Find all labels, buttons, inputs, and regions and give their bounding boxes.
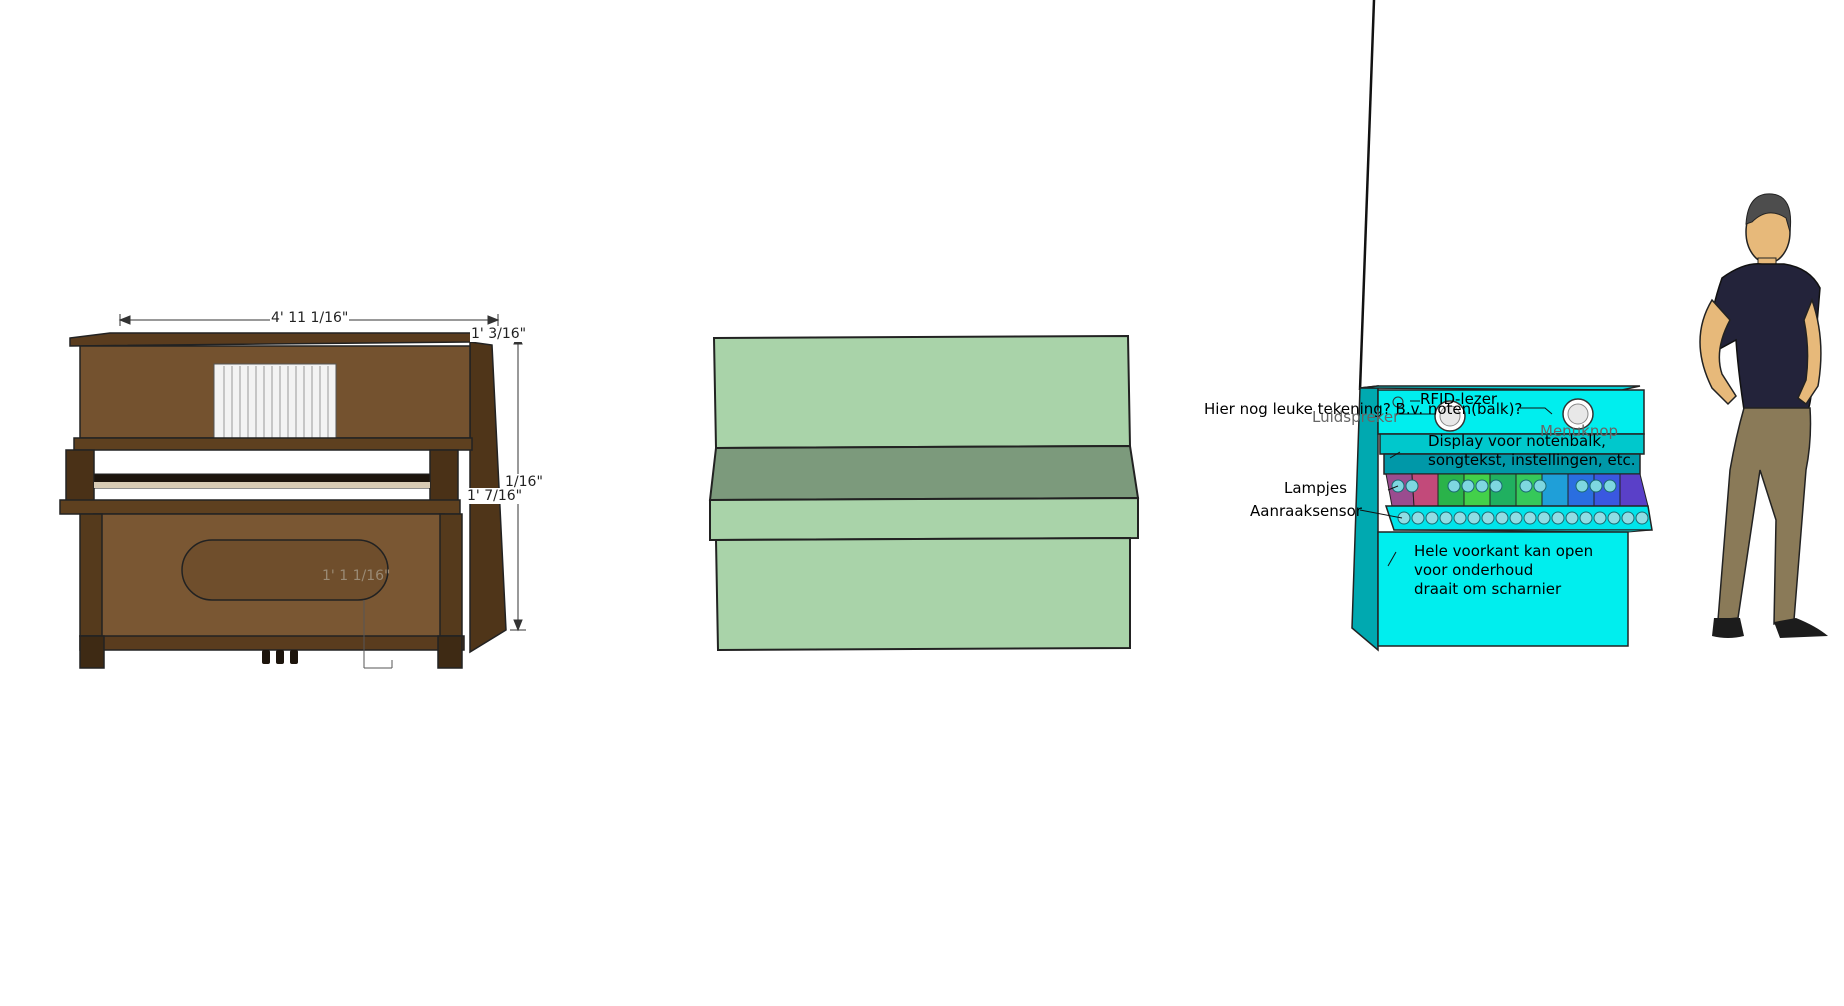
speaker-label: Luidspreker xyxy=(1312,408,1400,426)
front-label-line-3: draait om scharnier xyxy=(1414,580,1562,598)
piano-width-dimension: 4' 11 1/16" xyxy=(270,310,350,326)
annotation-leaders xyxy=(1359,400,1553,567)
piano-panel-dimension: 1' 1 1/16" xyxy=(322,568,391,584)
rfid-icon xyxy=(1392,396,1404,408)
menu-knob-label: Menuknop xyxy=(1540,422,1619,440)
depth-dimension-line xyxy=(363,600,393,669)
human-figure xyxy=(1699,193,1828,638)
sheet-music xyxy=(213,363,337,441)
piano-height-dimension: 1/16" xyxy=(504,474,544,490)
simplified-piano-model xyxy=(708,334,1140,652)
front-label-line-2: voor onderhoud xyxy=(1414,561,1534,579)
piano-keyboard xyxy=(93,473,431,489)
touch-sensor-row xyxy=(1397,511,1649,525)
lamps-label: Lampjes xyxy=(1284,479,1347,497)
interactive-piano-device xyxy=(1351,0,1653,652)
menu-knob-icon[interactable] xyxy=(1562,398,1594,430)
display-label-line-1: Display voor notenbalk, xyxy=(1428,432,1606,450)
front-label-line-1: Hele voorkant kan open xyxy=(1414,542,1594,560)
display-label-line-2: songtekst, instellingen, etc. xyxy=(1428,451,1636,469)
piano-keyboard-dimension: 1' 7/16" xyxy=(466,488,524,504)
touch-sensor-label: Aanraaksensor xyxy=(1250,502,1362,520)
speaker-icon xyxy=(1434,400,1466,432)
piano-depth-dimension: 1' 3/16" xyxy=(470,326,528,342)
lamps-row xyxy=(1391,479,1617,493)
axis-line xyxy=(1358,0,1376,391)
front-maintenance-door xyxy=(1377,531,1629,647)
upright-piano xyxy=(59,314,526,669)
pedals xyxy=(262,650,298,664)
drawing-note-label: Hier nog leuke tekening? B.v. noten(balk… xyxy=(1204,400,1523,418)
rfid-reader-label: RFID-lezer xyxy=(1420,390,1498,408)
